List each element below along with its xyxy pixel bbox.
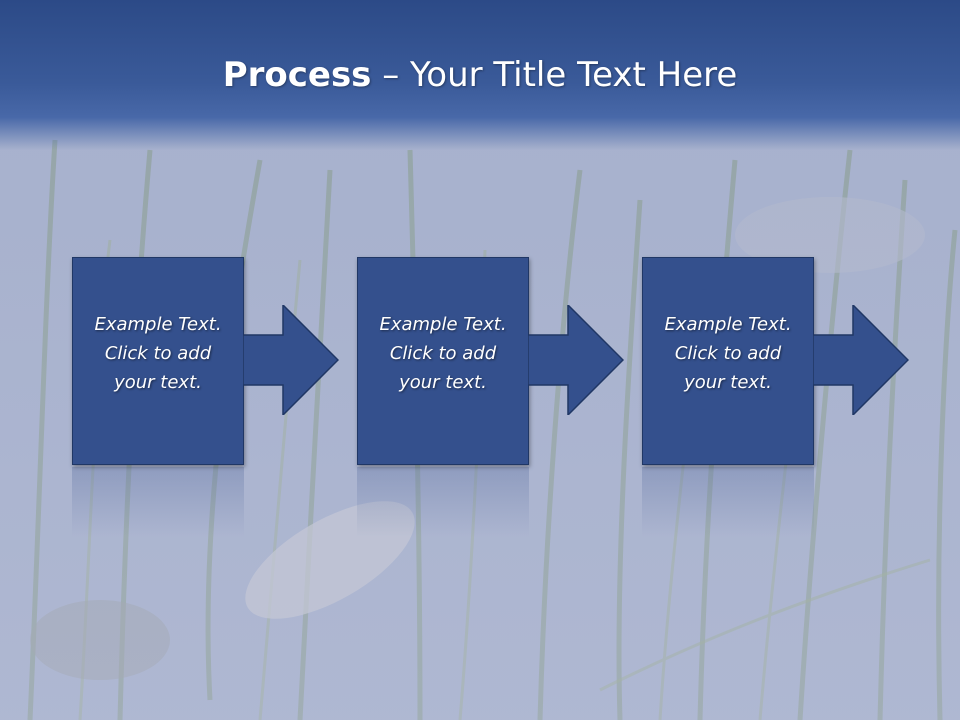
title-bar bbox=[0, 0, 960, 150]
step-2-line-1: Example Text. bbox=[379, 314, 507, 335]
step-3-line-3: your text. bbox=[684, 372, 772, 393]
step-1-line-3: your text. bbox=[114, 372, 202, 393]
title-rest-text: – Your Title Text Here bbox=[371, 55, 738, 95]
title-bold-text: Process bbox=[222, 55, 372, 95]
step-3-line-2: Click to add bbox=[674, 343, 782, 364]
step-3-box[interactable]: Example Text. Click to add your text. bbox=[642, 257, 814, 465]
step-3-text[interactable]: Example Text. Click to add your text. bbox=[643, 310, 813, 397]
step-3-line-1: Example Text. bbox=[664, 314, 792, 335]
slide-title[interactable]: Process – Your Title Text Here bbox=[0, 52, 960, 98]
step-2-reflection bbox=[357, 467, 529, 537]
arrow-right-icon bbox=[528, 305, 624, 415]
step-2-line-3: your text. bbox=[399, 372, 487, 393]
step-2-text[interactable]: Example Text. Click to add your text. bbox=[358, 310, 528, 397]
step-2-box[interactable]: Example Text. Click to add your text. bbox=[357, 257, 529, 465]
step-1-box[interactable]: Example Text. Click to add your text. bbox=[72, 257, 244, 465]
step-1-line-1: Example Text. bbox=[94, 314, 222, 335]
step-1-reflection bbox=[72, 467, 244, 537]
arrow-right-icon bbox=[813, 305, 909, 415]
arrow-right-icon bbox=[243, 305, 339, 415]
step-3-reflection bbox=[642, 467, 814, 537]
step-1-line-2: Click to add bbox=[104, 343, 212, 364]
step-1-text[interactable]: Example Text. Click to add your text. bbox=[73, 310, 243, 397]
step-2-line-2: Click to add bbox=[389, 343, 497, 364]
